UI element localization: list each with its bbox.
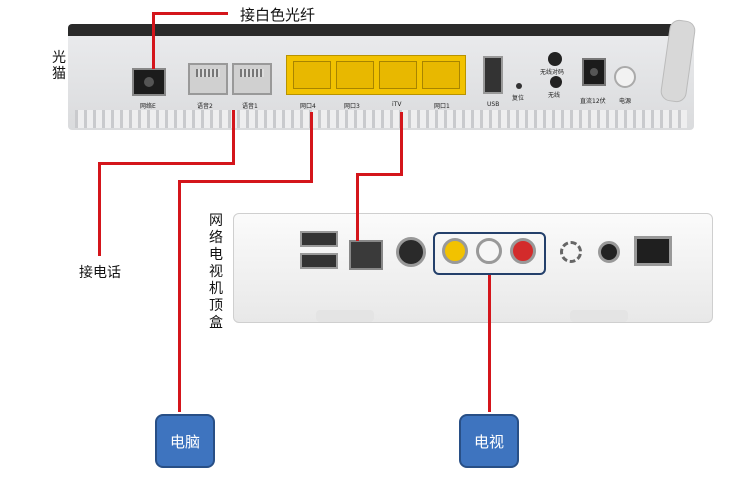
port-label-lan4: 网口4 [300, 103, 316, 110]
reset-button [516, 83, 522, 89]
lan-port-block [286, 55, 466, 95]
wire-phone-v2 [98, 162, 101, 256]
port-label-dc: 直流12伏 [580, 98, 606, 105]
wire-itv-v2 [356, 173, 359, 241]
port-label-lan1: 网口1 [434, 103, 450, 110]
fiber-port [132, 68, 166, 96]
stb-power-jack [598, 241, 620, 263]
stb-svideo-port [396, 237, 426, 267]
stb-power-switch [634, 236, 672, 266]
phone-port-2 [188, 63, 228, 95]
port-label-usb: USB [487, 101, 500, 108]
wire-phone-h [98, 162, 235, 165]
wifi-button [550, 76, 562, 88]
dc-jack [582, 58, 606, 86]
modem-vents [75, 110, 687, 128]
wire-phone-v1 [232, 110, 235, 164]
stb-label: 网络电视机顶盒 [209, 213, 223, 331]
wire-pc-v1 [310, 112, 313, 182]
port-label-voice1: 语音1 [242, 103, 258, 110]
port-label-power: 电源 [619, 98, 632, 105]
port-label-fiber: 网络E [140, 103, 156, 110]
av-port-group [433, 232, 546, 275]
port-label-itv: iTV [392, 101, 402, 108]
av-yellow-port [442, 238, 468, 264]
modem-label: 光猫 [52, 50, 66, 82]
port-label-lan3: 网口3 [344, 103, 360, 110]
fiber-label: 接白色光纤 [240, 6, 316, 24]
tv-box: 电视 [459, 414, 519, 468]
stb-foot-left [316, 310, 374, 322]
phone-label: 接电话 [79, 265, 121, 281]
stb-ethernet-port [349, 240, 383, 270]
port-label-wifi: 无线 [548, 92, 561, 99]
wire-fiber-v [152, 12, 155, 69]
computer-box: 电脑 [155, 414, 215, 468]
wire-pc-v2 [178, 180, 181, 412]
power-button [614, 66, 636, 88]
port-label-reset: 复位 [512, 95, 525, 102]
av-red-port [510, 238, 536, 264]
wire-itv-v1 [400, 112, 403, 175]
port-label-voice2: 语音2 [197, 103, 213, 110]
stb-foot-right [570, 310, 628, 322]
av-white-port [476, 238, 502, 264]
stb-ring [560, 241, 582, 263]
phone-port-1 [232, 63, 272, 95]
wps-button [548, 52, 562, 66]
wire-tv-v [488, 275, 491, 412]
wire-itv-h [356, 173, 403, 176]
stb-usb-1 [300, 231, 338, 247]
stb-usb-2 [300, 253, 338, 269]
wire-pc-h [178, 180, 313, 183]
usb-port [483, 56, 503, 94]
port-label-wps: 无线对码 [540, 69, 565, 76]
wire-fiber-h [152, 12, 228, 15]
